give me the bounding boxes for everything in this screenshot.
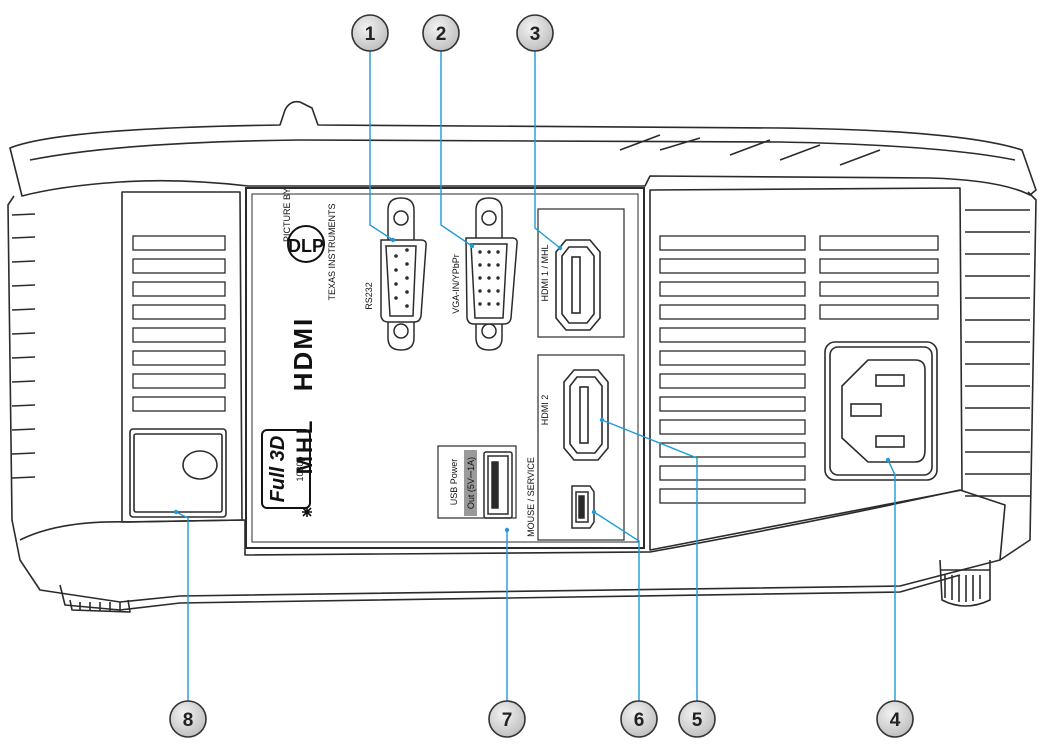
- svg-text:DLP: DLP: [288, 236, 324, 256]
- svg-text:7: 7: [502, 710, 513, 731]
- leader-8: [175, 511, 189, 702]
- usb-power-label: USB Power: [449, 459, 459, 506]
- vga-label: VGA-IN/YPbPr: [451, 254, 461, 314]
- hdmi2-label: HDMI 2: [540, 395, 550, 426]
- io-panel: [245, 187, 645, 549]
- callout-3: 3: [516, 14, 554, 52]
- svg-text:2: 2: [436, 24, 447, 45]
- callout-2: 2: [422, 14, 460, 52]
- svg-text:1080p: 1080p: [295, 456, 305, 481]
- leader-1: [369, 51, 394, 241]
- svg-text:Out (5V⎓1A): Out (5V⎓1A): [466, 457, 476, 509]
- rs232-port: [380, 197, 427, 351]
- callout-1: 1: [351, 14, 389, 52]
- svg-text:8: 8: [183, 710, 194, 731]
- usb-power-spec: Out (5V⎓1A): [464, 450, 477, 516]
- mhl-logo: MHL: [292, 418, 317, 517]
- svg-text:TEXAS INSTRUMENTS: TEXAS INSTRUMENTS: [327, 203, 337, 300]
- usb-a-port: [437, 445, 517, 519]
- power-socket: [824, 341, 938, 481]
- kensington-lock-slot: [129, 428, 227, 518]
- hdmi-logo: HDMI: [288, 317, 318, 391]
- callout-7: 7: [488, 700, 526, 738]
- callout-4: 4: [876, 700, 914, 738]
- hdmi2-port: [563, 369, 609, 461]
- mouse-service-label: MOUSE / SERVICE: [526, 457, 536, 537]
- full3d-logo: Full 3D 1080p: [261, 429, 311, 509]
- rs232-label: RS232: [364, 282, 374, 310]
- hdmi1-label: HDMI 1 / MHL: [540, 244, 550, 301]
- svg-text:MHL: MHL: [292, 418, 317, 475]
- mini-usb-port: [571, 485, 595, 529]
- dlp-logo: DLP PICTURE BY TEXAS INSTRUMENTS: [282, 188, 337, 301]
- svg-text:Full 3D: Full 3D: [267, 436, 289, 503]
- leader-lines: [175, 51, 896, 702]
- svg-text:3: 3: [530, 24, 541, 45]
- svg-text:6: 6: [634, 710, 645, 731]
- leader-2: [440, 51, 473, 247]
- callout-5: 5: [678, 700, 716, 738]
- right-vent: [659, 235, 939, 504]
- leader-endpoints: [173, 237, 891, 533]
- leader-3: [534, 51, 561, 249]
- callout-6: 6: [620, 700, 658, 738]
- vga-port: [465, 197, 518, 351]
- callout-8: 8: [169, 700, 207, 738]
- vga-pins: [478, 250, 500, 306]
- svg-text:PICTURE BY: PICTURE BY: [282, 188, 292, 242]
- leader-6: [593, 511, 640, 702]
- left-vent: [132, 235, 226, 412]
- projector-body: [7, 100, 1037, 613]
- leader-4: [887, 459, 896, 702]
- svg-text:1: 1: [365, 24, 376, 45]
- svg-text:4: 4: [890, 710, 901, 731]
- svg-text:5: 5: [692, 710, 703, 731]
- rs232-pins: [394, 248, 409, 308]
- leader-5: [601, 419, 698, 702]
- mhl-symbol-icon: [302, 507, 312, 517]
- svg-text:HDMI: HDMI: [288, 317, 318, 391]
- hdmi1-port: [555, 239, 601, 331]
